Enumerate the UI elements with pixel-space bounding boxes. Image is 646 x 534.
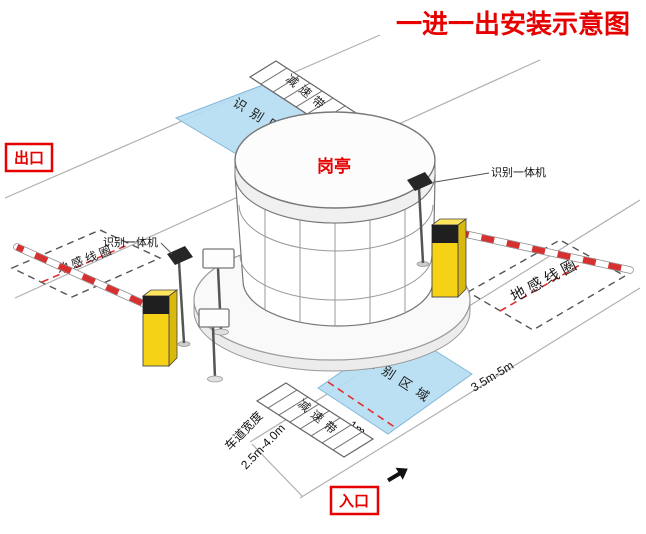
booth-label: 岗亭: [317, 156, 351, 176]
entry-lane-lower-edge: [299, 287, 641, 499]
booth-windows: [238, 204, 434, 326]
entrance-sign-box: [329, 485, 380, 516]
reader-right: [407, 172, 433, 267]
sign-board-1: [202, 248, 235, 269]
reader-right-camera-icon: [407, 172, 433, 191]
barrier-arm-left-stripes: [15, 244, 144, 306]
barrier-arm-right-stripes: [455, 229, 631, 273]
reader-left-leader: [160, 242, 173, 255]
ground-loop-left-centerline: [41, 243, 131, 283]
reader-right-label: 识别一体机: [491, 165, 546, 179]
exit-sign-box: [4, 142, 54, 173]
entrance-direction-arrow-icon: [387, 467, 408, 483]
sign-board-1-base: [213, 328, 229, 336]
sign-boards: [198, 248, 235, 383]
exit-sign-label: 出口: [14, 149, 44, 167]
barrier-cabinet-left-side: [168, 289, 178, 367]
reader-left-pole: [177, 261, 186, 344]
reader-left: [167, 246, 193, 347]
sign-board-2: [198, 308, 230, 328]
sign-board-2-base: [207, 375, 223, 383]
reader-right-pole: [417, 187, 425, 264]
barrier-cabinet-right-head: [432, 225, 458, 243]
sign-board-2-pole: [211, 326, 217, 379]
barrier-gate-right: [430, 218, 634, 298]
booth-roof: [234, 111, 436, 209]
barrier-gate-left: [13, 243, 179, 367]
device-labels: 识别一体机 识别一体机: [103, 165, 546, 255]
barrier-cabinet-left-head: [143, 296, 169, 314]
speed-bump-bottom-stripes: [267, 389, 363, 451]
stop-line-bottom: [327, 381, 397, 429]
ground-loop-right-centerline: [499, 257, 593, 312]
diagram-title: 一进一出安装示意图: [396, 9, 630, 39]
annotations: 一进一出安装示意图 出口 入口: [4, 9, 630, 516]
reader-left-camera-icon: [167, 246, 193, 265]
ground-loop-right-label: 地感线圈: [508, 255, 583, 306]
barrier-cabinet-right-side: [457, 218, 467, 298]
reader-right-leader: [434, 172, 490, 183]
guard-booth: 岗亭: [234, 111, 436, 327]
entry-lane-street-end: [251, 443, 303, 497]
loop-distance-dimension: 3.5m-5m: [468, 358, 516, 394]
entrance-sign-label: 入口: [339, 493, 369, 510]
reader-left-label: 识别一体机: [103, 235, 158, 249]
ground-loop-left: [10, 229, 162, 298]
